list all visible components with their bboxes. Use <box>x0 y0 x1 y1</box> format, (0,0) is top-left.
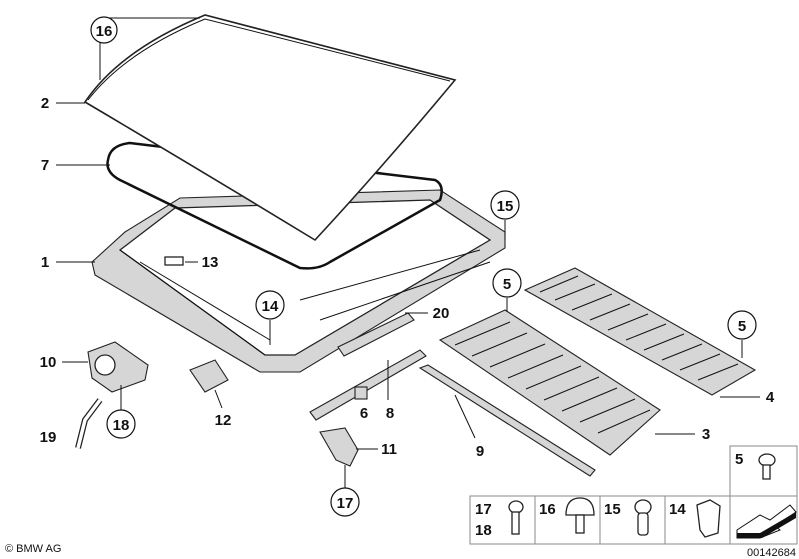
screw-5-icon <box>758 453 776 480</box>
callout-14: 14 <box>262 298 279 315</box>
screw-15-icon <box>634 499 652 536</box>
roof-glass <box>83 14 457 242</box>
roof-frame <box>91 189 506 373</box>
callout-circle-5a <box>492 268 522 298</box>
callout-9: 9 <box>476 443 484 460</box>
bracket-11 <box>319 427 359 467</box>
callout-5b: 5 <box>738 318 746 335</box>
guide-rail <box>418 364 596 477</box>
rail-20 <box>337 312 415 357</box>
callout-20: 20 <box>433 305 450 322</box>
fastener-legend: 5 17 18 16 15 14 <box>469 445 798 545</box>
callout-12: 12 <box>215 412 232 429</box>
legend-15: 15 <box>604 501 621 518</box>
copyright-label: © BMW AG <box>5 543 61 555</box>
legend-17: 17 <box>475 501 492 518</box>
legend-18: 18 <box>475 522 492 539</box>
callout-circle-17 <box>330 487 360 517</box>
diagram-number: 00142684 <box>747 547 796 559</box>
sunshade-panel <box>523 267 757 396</box>
callout-circle-5b <box>727 310 757 340</box>
callout-circle-16 <box>90 16 118 44</box>
callout-17: 17 <box>337 495 354 512</box>
callout-13: 13 <box>202 254 219 271</box>
callout-8: 8 <box>386 405 394 422</box>
callout-circle-18 <box>106 409 136 439</box>
rail-8 <box>309 349 427 421</box>
callout-2: 2 <box>41 95 49 112</box>
callout-18: 18 <box>113 417 130 434</box>
screw-17-18-icon <box>508 500 524 535</box>
bracket-12 <box>189 359 229 393</box>
legend-5: 5 <box>735 451 743 468</box>
sliding-panel <box>438 309 661 456</box>
drive-motor <box>87 341 149 393</box>
callout-15: 15 <box>497 198 514 215</box>
callout-circle-14 <box>255 290 285 320</box>
callout-3: 3 <box>702 426 710 443</box>
clip-nut-14-icon <box>696 499 721 538</box>
clip-6 <box>354 386 368 400</box>
leader-lines <box>56 17 760 488</box>
screw-16-icon <box>565 497 595 534</box>
roof-seal <box>106 141 443 270</box>
callout-19: 19 <box>40 429 57 446</box>
callout-circle-15 <box>490 190 520 220</box>
legend-14: 14 <box>669 501 686 518</box>
legend-16: 16 <box>539 501 556 518</box>
callout-6: 6 <box>360 405 368 422</box>
callout-10: 10 <box>40 354 57 371</box>
direction-arrow-icon[interactable] <box>736 504 797 539</box>
callout-16: 16 <box>96 23 113 40</box>
callout-1: 1 <box>41 254 49 271</box>
callout-7: 7 <box>41 157 49 174</box>
callout-5a: 5 <box>503 276 511 293</box>
callout-4: 4 <box>766 389 775 406</box>
callout-11: 11 <box>381 441 397 458</box>
